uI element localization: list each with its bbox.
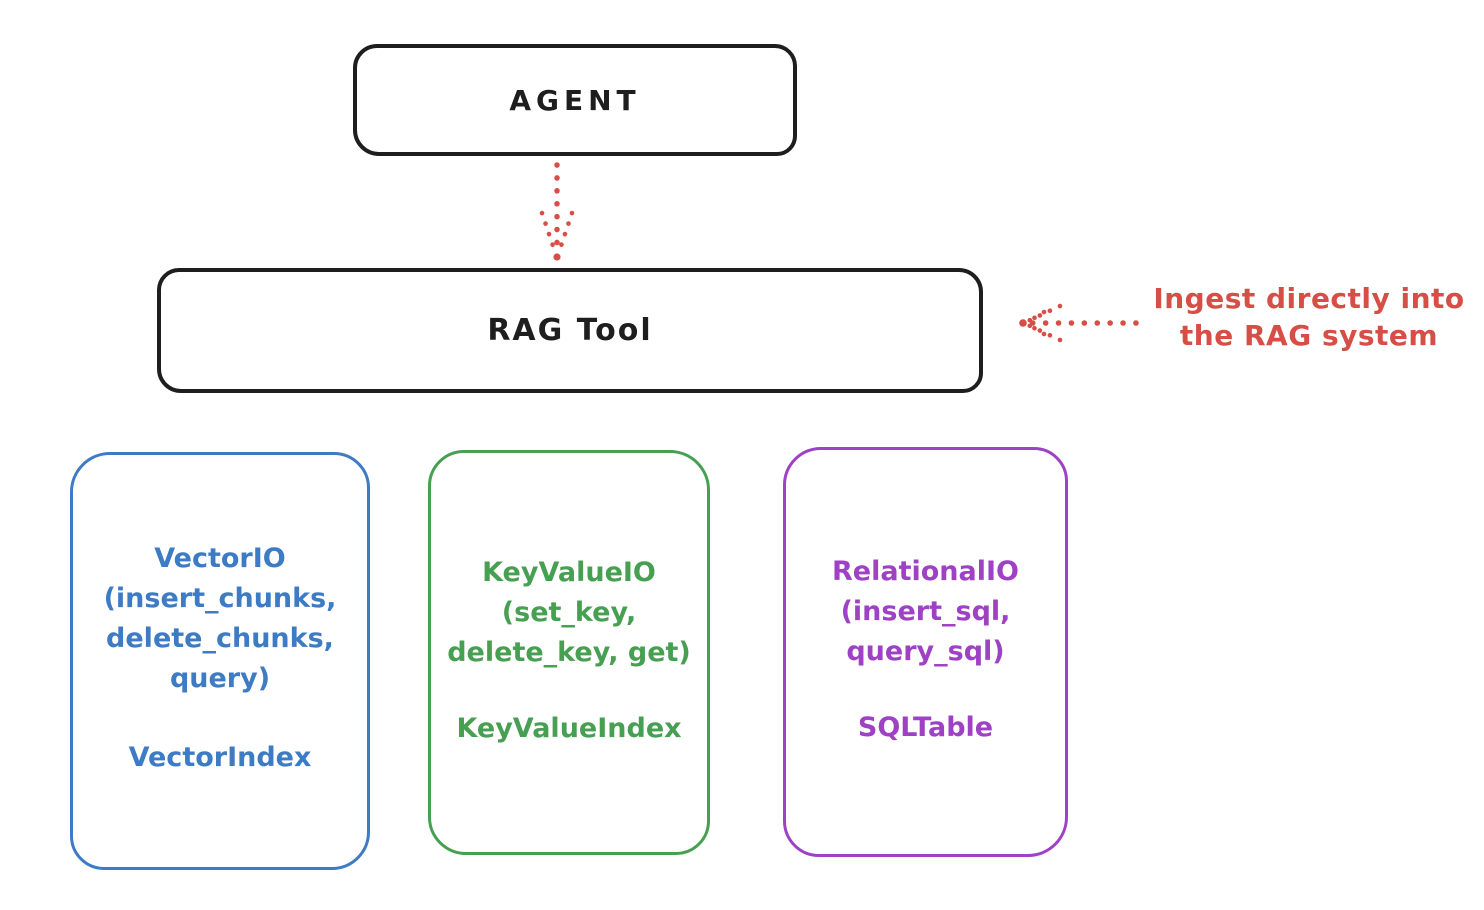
ingest-annotation-line2: the RAG system — [1179, 319, 1439, 352]
ingest-arrow — [1008, 298, 1140, 346]
agent-node-label: AGENT — [509, 83, 641, 117]
node-text-line: (insert_sql, — [840, 596, 1011, 627]
node-text-line: delete_chunks, — [106, 623, 334, 654]
agent-node: AGENT — [353, 44, 797, 156]
relational-io-node: RelationalIO (insert_sql, query_sql) SQL… — [783, 447, 1068, 857]
node-text-line: delete_key, get) — [447, 637, 691, 668]
vector-io-node: VectorIO (insert_chunks, delete_chunks, … — [70, 452, 370, 870]
node-text-line: (set_key, — [501, 597, 637, 628]
dotted-arrow-down-icon — [539, 162, 575, 261]
vector-index-label: VectorIndex — [128, 742, 312, 773]
sql-table-label: SQLTable — [857, 712, 994, 743]
node-text-line: query) — [169, 663, 271, 694]
ingest-annotation: Ingest directly into the RAG system — [1134, 280, 1484, 354]
node-text-line: KeyValueIO — [482, 557, 656, 588]
keyvalue-io-node: KeyValueIO (set_key, delete_key, get) Ke… — [428, 450, 710, 855]
dotted-arrow-left-icon — [1019, 303, 1139, 343]
node-text-line: RelationalIO — [832, 556, 1019, 587]
node-text-line: VectorIO — [154, 543, 286, 574]
rag-tool-node-label: RAG Tool — [487, 313, 653, 348]
node-text-line: (insert_chunks, — [103, 583, 337, 614]
node-text-line: query_sql) — [846, 636, 1005, 667]
keyvalue-index-label: KeyValueIndex — [456, 713, 682, 744]
ingest-annotation-line1: Ingest directly into — [1153, 282, 1465, 315]
rag-tool-node: RAG Tool — [157, 268, 983, 393]
agent-to-rag-arrow — [535, 162, 579, 262]
